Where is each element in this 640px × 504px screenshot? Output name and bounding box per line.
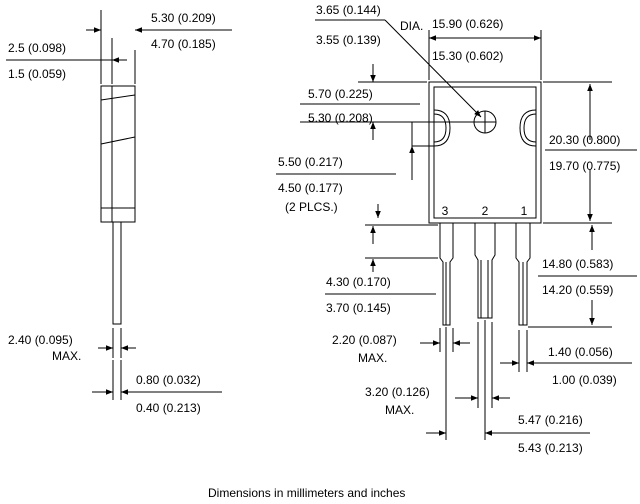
lead-width-side-min: 1.00 (0.039) [552, 373, 617, 387]
hole-side-dim: 5.50 (0.217) 4.50 (0.177) (2 PLCS.) [276, 122, 434, 218]
left-notch [433, 109, 451, 147]
lead-length-max-dim: 2.40 (0.095) MAX. [8, 328, 136, 363]
lead-thickness-dim: 5.30 (0.209) 4.70 (0.185) [86, 10, 232, 84]
body-height-dim: 20.30 (0.800) 19.70 (0.775) [543, 81, 637, 224]
lead-length-max: 14.80 (0.583) [542, 257, 613, 271]
lead-length-min: 14.20 (0.559) [542, 283, 613, 297]
side-lead [112, 221, 122, 325]
hole-side-max: 5.50 (0.217) [278, 155, 343, 169]
body-height-max: 20.30 (0.800) [549, 133, 620, 147]
hole-top-max: 5.70 (0.225) [308, 87, 373, 101]
side-body [100, 85, 136, 223]
lead-pitch-dim: 5.47 (0.216) 5.43 (0.213) [426, 320, 590, 455]
footnote: Dimensions in millimeters and inches [208, 486, 405, 500]
tab-thickness-min: 1.5 (0.059) [8, 67, 66, 81]
lead-pitch-max: 5.47 (0.216) [518, 413, 583, 427]
lead-width-center-suffix: MAX. [385, 403, 414, 417]
lead-pitch-min: 5.43 (0.213) [518, 441, 583, 455]
tab-thickness-max: 2.5 (0.098) [8, 41, 66, 55]
pin-label-1: 1 [521, 204, 528, 218]
body-width-min: 15.30 (0.602) [432, 49, 503, 63]
tab-thickness-dim: 2.5 (0.098) 1.5 (0.059) [6, 38, 127, 84]
body-height-min: 19.70 (0.775) [549, 159, 620, 173]
body-width-dim: 15.90 (0.626) 15.30 (0.602) [428, 17, 542, 80]
lead-thickness-min: 4.70 (0.185) [151, 37, 216, 51]
body-width-max: 15.90 (0.626) [432, 17, 503, 31]
lead-width-mid-suffix: MAX. [358, 351, 387, 365]
lead-shoulder-min: 3.70 (0.145) [326, 301, 391, 315]
hole-dia-max: 3.65 (0.144) [316, 3, 381, 17]
front-leads [439, 223, 531, 326]
lead-width-side-dim: 1.40 (0.056) 1.00 (0.039) [500, 330, 632, 387]
front-body [428, 81, 542, 224]
hole-side-suffix: (2 PLCS.) [285, 200, 338, 214]
hole-side-min: 4.50 (0.177) [278, 181, 343, 195]
lead-width-min: 0.40 (0.213) [136, 401, 201, 415]
lead-thickness-max: 5.30 (0.209) [151, 11, 216, 25]
lead-width-center-value: 3.20 (0.126) [365, 385, 430, 399]
lead-shoulder-max: 4.30 (0.170) [326, 275, 391, 289]
lead-width-center-dim: 3.20 (0.126) MAX. [365, 322, 510, 417]
lead-shoulder-dim: 4.30 (0.170) 3.70 (0.145) [325, 224, 438, 315]
lead-length-dim: 14.80 (0.583) 14.20 (0.559) [528, 225, 637, 328]
hole-dia-suffix: DIA. [400, 19, 423, 33]
front-view: 3 2 1 3.65 (0.144) 3.55 (0.139) DIA. [276, 3, 637, 455]
pin-label-2: 2 [482, 204, 489, 218]
lead-length-max-suffix: MAX. [52, 349, 81, 363]
lead-width-dim: 0.80 (0.032) 0.40 (0.213) [92, 360, 222, 415]
pin-label-3: 3 [442, 204, 449, 218]
lead-width-max: 0.80 (0.032) [136, 373, 201, 387]
lead-width-mid-value: 2.20 (0.087) [332, 333, 397, 347]
lead-length-max-value: 2.40 (0.095) [8, 333, 73, 347]
hole-top-min: 5.30 (0.208) [308, 111, 373, 125]
hole-dia-min: 3.55 (0.139) [316, 33, 381, 47]
hole-dia-dim: 3.65 (0.144) 3.55 (0.139) DIA. [315, 3, 482, 118]
hole-top-dim: 5.70 (0.225) 5.30 (0.208) [300, 64, 474, 140]
lead-width-side-max: 1.40 (0.056) [548, 345, 613, 359]
right-notch [519, 109, 537, 147]
side-view: 5.30 (0.209) 4.70 (0.185) 2.5 (0.098) 1.… [6, 10, 232, 415]
lead-width-mid-dim: 2.20 (0.087) MAX. [332, 328, 470, 365]
